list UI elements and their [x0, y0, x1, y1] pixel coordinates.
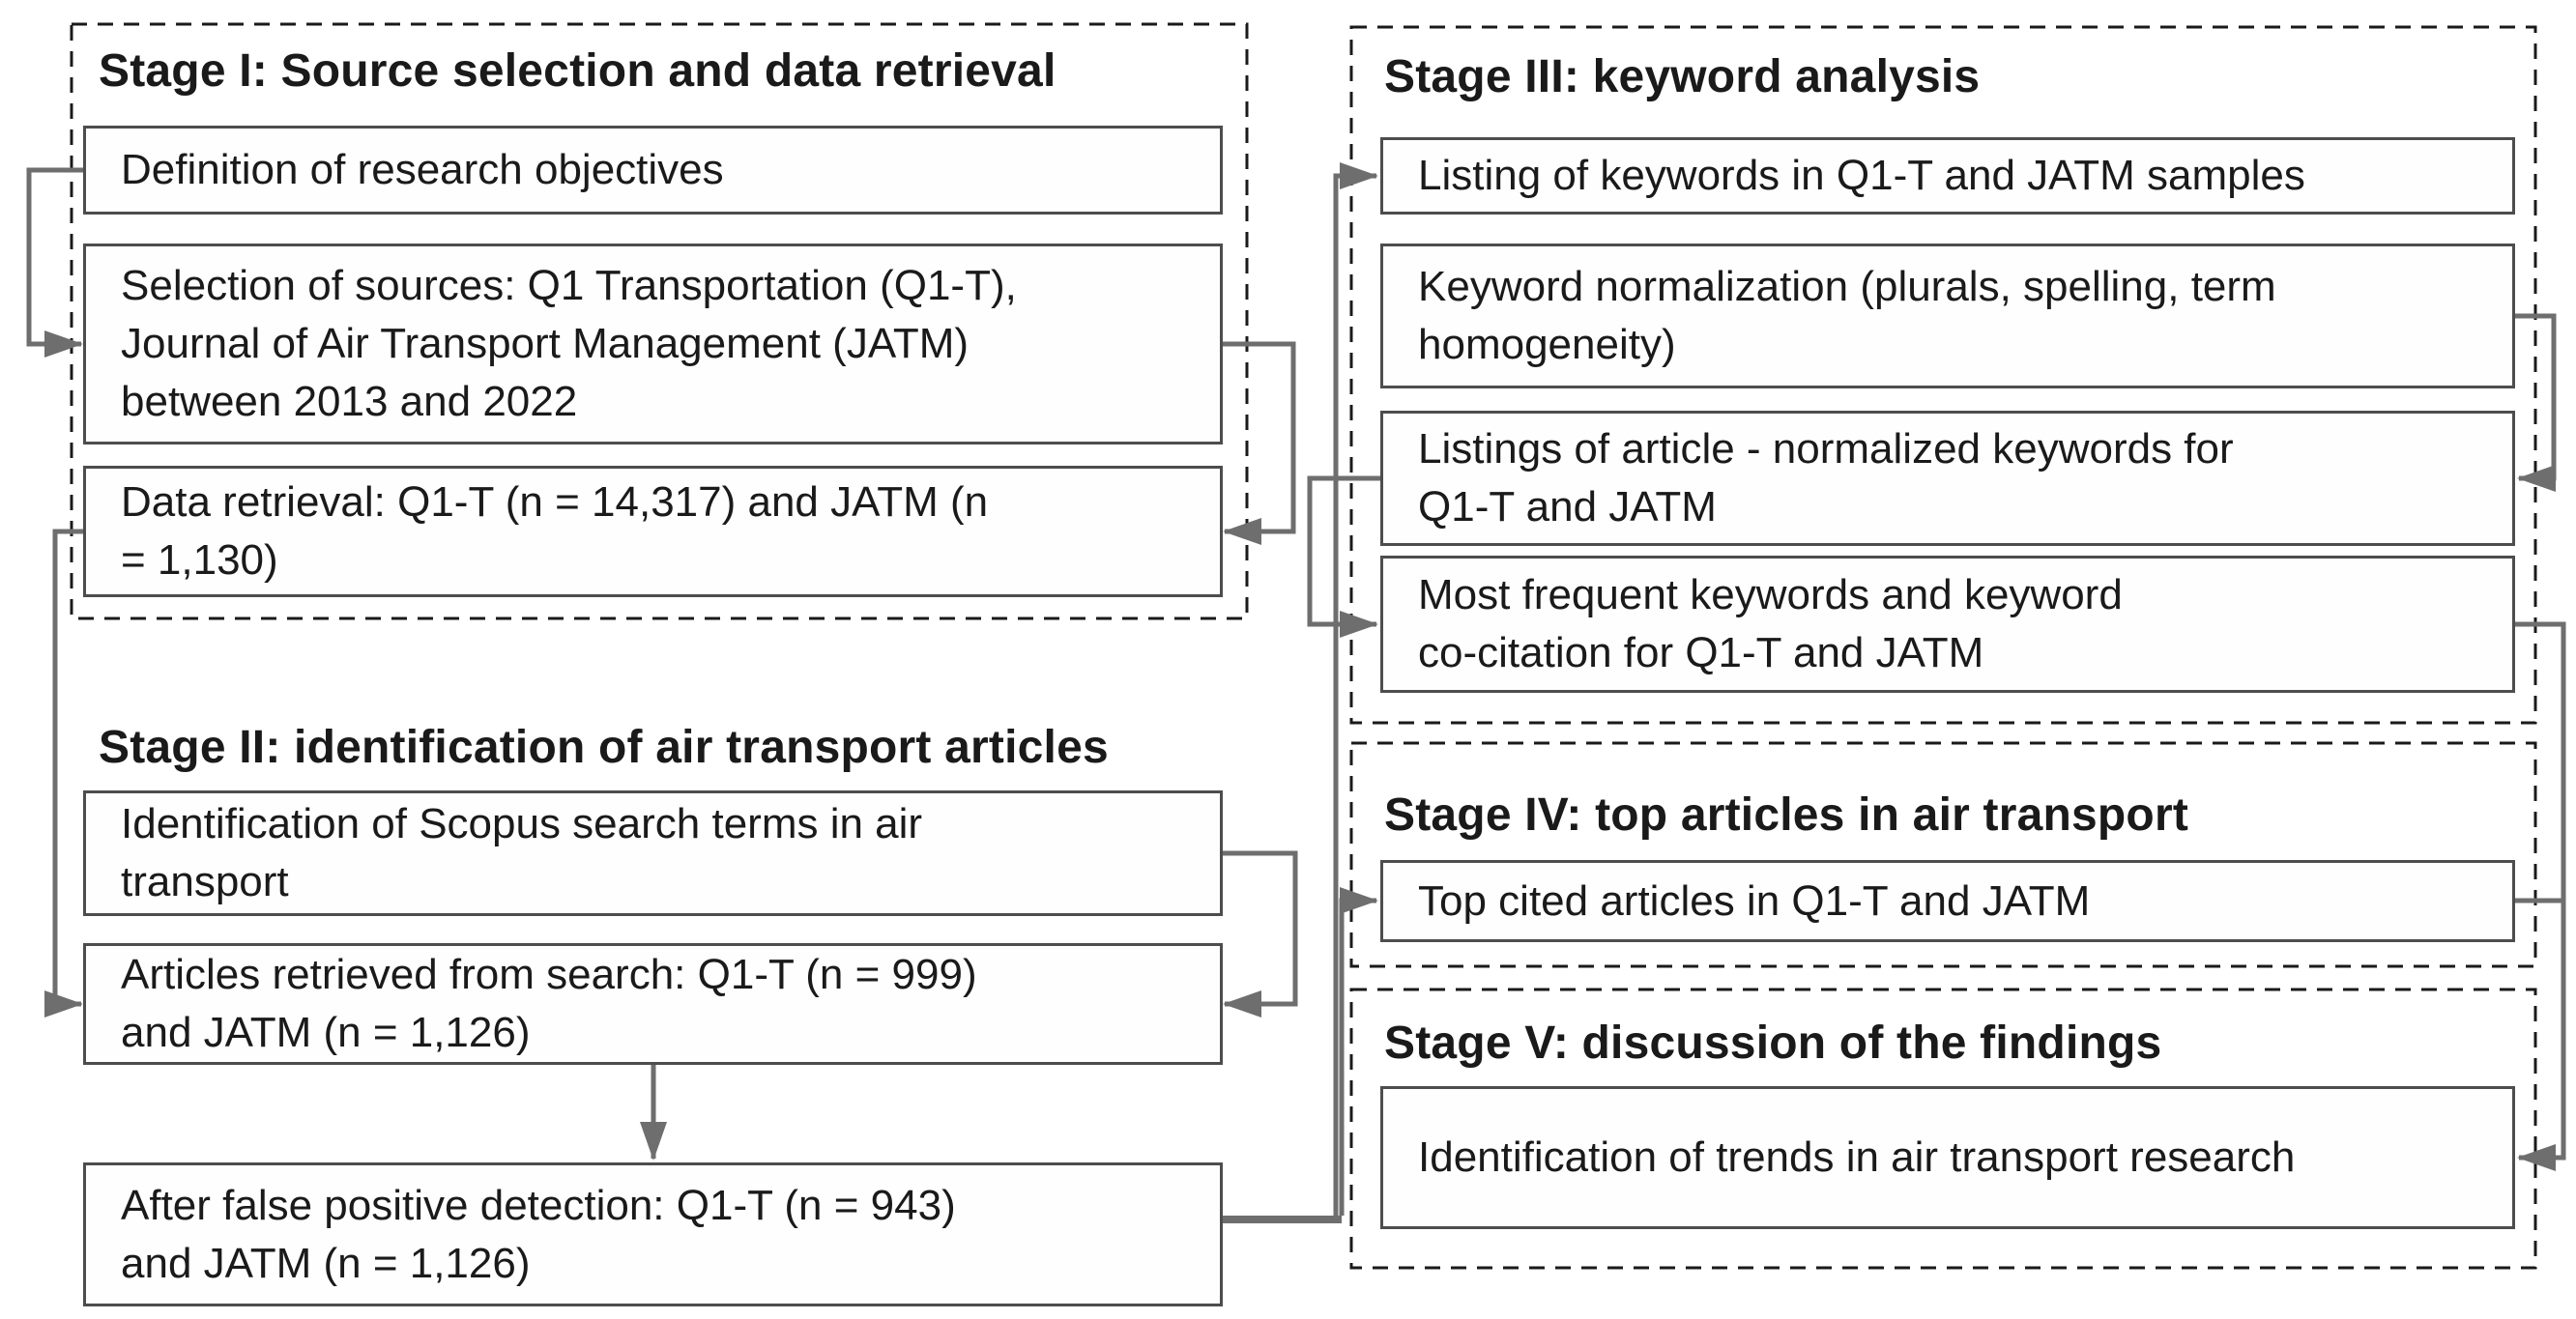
box-after-false-positive-detection: After false positive detection: Q1-T (n …: [83, 1162, 1223, 1306]
connector-selection-to-data-retrieval: [1223, 341, 1296, 545]
stage-i-dashed-border: [70, 22, 1249, 620]
box-listing-of-keywords-label: Listing of keywords in Q1-T and JATM sam…: [1418, 152, 2305, 200]
box-identification-of-trends-label: Identification of trends in air transpor…: [1418, 1133, 2296, 1182]
box-top-cited-articles-label: Top cited articles in Q1-T and JATM: [1418, 876, 2091, 925]
box-most-frequent-keywords: Most frequent keywords and keyword co-ci…: [1380, 556, 2515, 693]
box-keyword-normalization-label: Keyword normalization (plurals, spelling…: [1418, 263, 2276, 368]
connector-data-retrieval-to-articles-retrieved: [44, 529, 83, 1018]
connector-definition-to-selection: [26, 167, 83, 358]
stage-ii-title: Stage II: identification of air transpor…: [99, 722, 1109, 773]
connector-trunk-to-top-cited: [1339, 887, 1378, 1216]
stage-v-title: Stage V: discussion of the findings: [1384, 1018, 2162, 1069]
box-listing-of-keywords: Listing of keywords in Q1-T and JATM sam…: [1380, 137, 2515, 215]
stage-iv-title: Stage IV: top articles in air transport: [1384, 789, 2189, 841]
box-selection-of-sources: Selection of sources: Q1 Transportation …: [83, 244, 1223, 444]
stage-iii-title: Stage III: keyword analysis: [1384, 51, 1981, 102]
box-keyword-normalization: Keyword normalization (plurals, spelling…: [1380, 244, 2515, 388]
connector-most-frequent-to-identification-trends: [2515, 621, 2566, 1171]
box-definition-of-research-objectives-label: Definition of research objectives: [121, 146, 724, 194]
box-selection-of-sources-label: Selection of sources: Q1 Transportation …: [121, 262, 1017, 425]
stage-iv-dashed-border: [1349, 741, 2537, 968]
box-identification-of-trends: Identification of trends in air transpor…: [1380, 1086, 2515, 1229]
box-data-retrieval-label: Data retrieval: Q1-T (n = 14,317) and JA…: [121, 478, 989, 584]
box-after-false-positive-detection-label: After false positive detection: Q1-T (n …: [121, 1181, 956, 1287]
box-data-retrieval: Data retrieval: Q1-T (n = 14,317) and JA…: [83, 466, 1223, 597]
box-definition-of-research-objectives: Definition of research objectives: [83, 126, 1223, 215]
box-most-frequent-keywords-label: Most frequent keywords and keyword co-ci…: [1418, 571, 2123, 676]
box-identification-scopus-search-terms-label: Identification of Scopus search terms in…: [121, 800, 923, 905]
box-listings-of-article-normalized-keywords-label: Listings of article - normalized keyword…: [1418, 425, 2234, 530]
box-top-cited-articles: Top cited articles in Q1-T and JATM: [1380, 860, 2515, 942]
connector-normalization-to-listings-article: [2515, 313, 2557, 492]
box-articles-retrieved-from-search: Articles retrieved from search: Q1-T (n …: [83, 943, 1223, 1065]
box-articles-retrieved-from-search-label: Articles retrieved from search: Q1-T (n …: [121, 951, 977, 1056]
connector-listings-article-to-most-frequent: [1307, 475, 1380, 638]
connector-trunk-to-listing-keywords: [1333, 162, 1378, 1219]
box-listings-of-article-normalized-keywords: Listings of article - normalized keyword…: [1380, 411, 2515, 546]
box-identification-scopus-search-terms: Identification of Scopus search terms in…: [83, 790, 1223, 916]
connector-scopus-terms-to-articles-retrieved: [1223, 850, 1298, 1018]
stage-i-title: Stage I: Source selection and data retri…: [99, 45, 1056, 97]
